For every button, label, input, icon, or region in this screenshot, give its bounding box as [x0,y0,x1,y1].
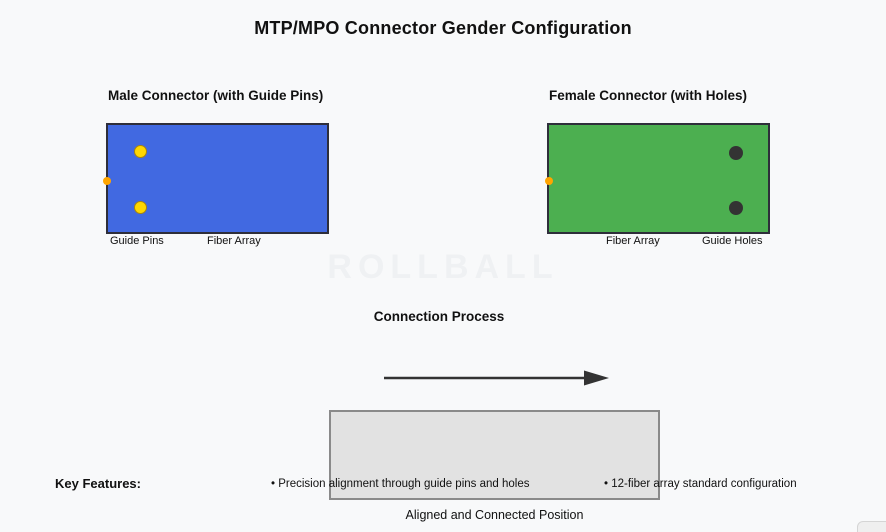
feature-item-12-fiber-array: • 12-fiber array standard configuration [604,478,797,490]
female-connector-heading: Female Connector (with Holes) [549,88,748,103]
male-connector-heading: Male Connector (with Guide Pins) [108,88,324,103]
key-features-label: Key Features: [55,476,141,491]
corner-peek-element [857,521,886,532]
male-fiber-array-label: Fiber Array [207,235,261,247]
connection-process-heading: Connection Process [373,309,505,324]
feature-item-precision-alignment: • Precision alignment through guide pins… [271,478,530,490]
female-fiber-array-label: Fiber Array [606,235,660,247]
male-alignment-dot [103,177,111,185]
guide-hole-top [729,146,743,160]
male-connector-body [106,123,329,234]
connected-position-box [329,410,660,500]
connection-arrow-icon [384,370,609,386]
watermark: ROLLBALL [327,248,559,286]
guide-hole-bottom [729,201,743,215]
female-alignment-dot [545,177,553,185]
connected-position-caption: Aligned and Connected Position [405,508,584,522]
guide-pin-bottom [134,201,147,214]
female-connector-body [547,123,770,234]
guide-pin-top [134,145,147,158]
guide-pins-label: Guide Pins [110,235,164,247]
guide-holes-label: Guide Holes [702,235,763,247]
page-title: MTP/MPO Connector Gender Configuration [254,18,632,38]
